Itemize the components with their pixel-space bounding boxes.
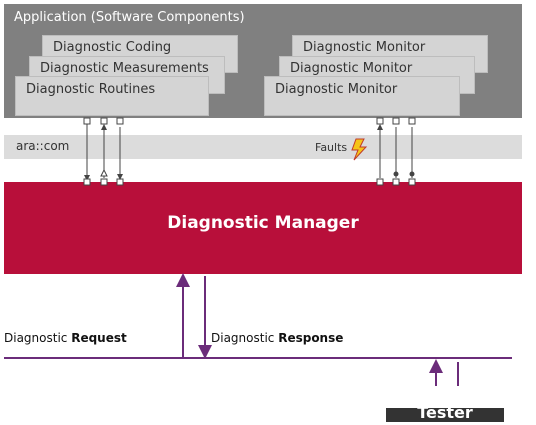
right-connector-3 [408, 117, 416, 186]
request-prefix: Diagnostic [4, 331, 72, 345]
application-layer: Application (Software Components) Diagno… [4, 4, 522, 118]
diagnostic-manager-box: Diagnostic Manager [4, 182, 522, 274]
tester-label: Tester [417, 408, 473, 422]
application-layer-title: Application (Software Components) [14, 10, 245, 25]
ara-com-label: ara::com [16, 139, 70, 153]
left-connector-2 [100, 117, 108, 186]
lightning-bolt-icon [351, 138, 368, 161]
diagnostic-response-label: Diagnostic Response [211, 331, 343, 345]
diagnostic-request-label: Diagnostic Request [4, 331, 127, 345]
request-bold: Request [71, 331, 127, 345]
diagnostic-routines-box: Diagnostic Routines [15, 76, 209, 116]
right-connector-2 [392, 117, 400, 186]
diagnostic-monitor-box-front: Diagnostic Monitor [264, 76, 460, 116]
diagnostic-measurements-label: Diagnostic Measurements [40, 61, 209, 76]
diagnostic-monitor-label-back: Diagnostic Monitor [303, 40, 426, 55]
response-prefix: Diagnostic [211, 331, 279, 345]
left-connector-3 [116, 117, 124, 186]
tester-box: Tester [386, 408, 504, 422]
diagnostic-monitor-label-middle: Diagnostic Monitor [290, 61, 413, 76]
diagnostic-manager-label: Diagnostic Manager [167, 213, 359, 233]
diagnostic-monitor-label-front: Diagnostic Monitor [275, 82, 398, 97]
left-connector-1 [83, 117, 91, 186]
diagnostic-coding-label: Diagnostic Coding [53, 40, 172, 55]
response-bold: Response [278, 331, 344, 345]
diagnostic-routines-label: Diagnostic Routines [26, 82, 156, 97]
ara-com-layer: ara::com Faults [4, 135, 522, 159]
faults-label: Faults [315, 141, 348, 154]
right-connector-1 [376, 117, 384, 186]
